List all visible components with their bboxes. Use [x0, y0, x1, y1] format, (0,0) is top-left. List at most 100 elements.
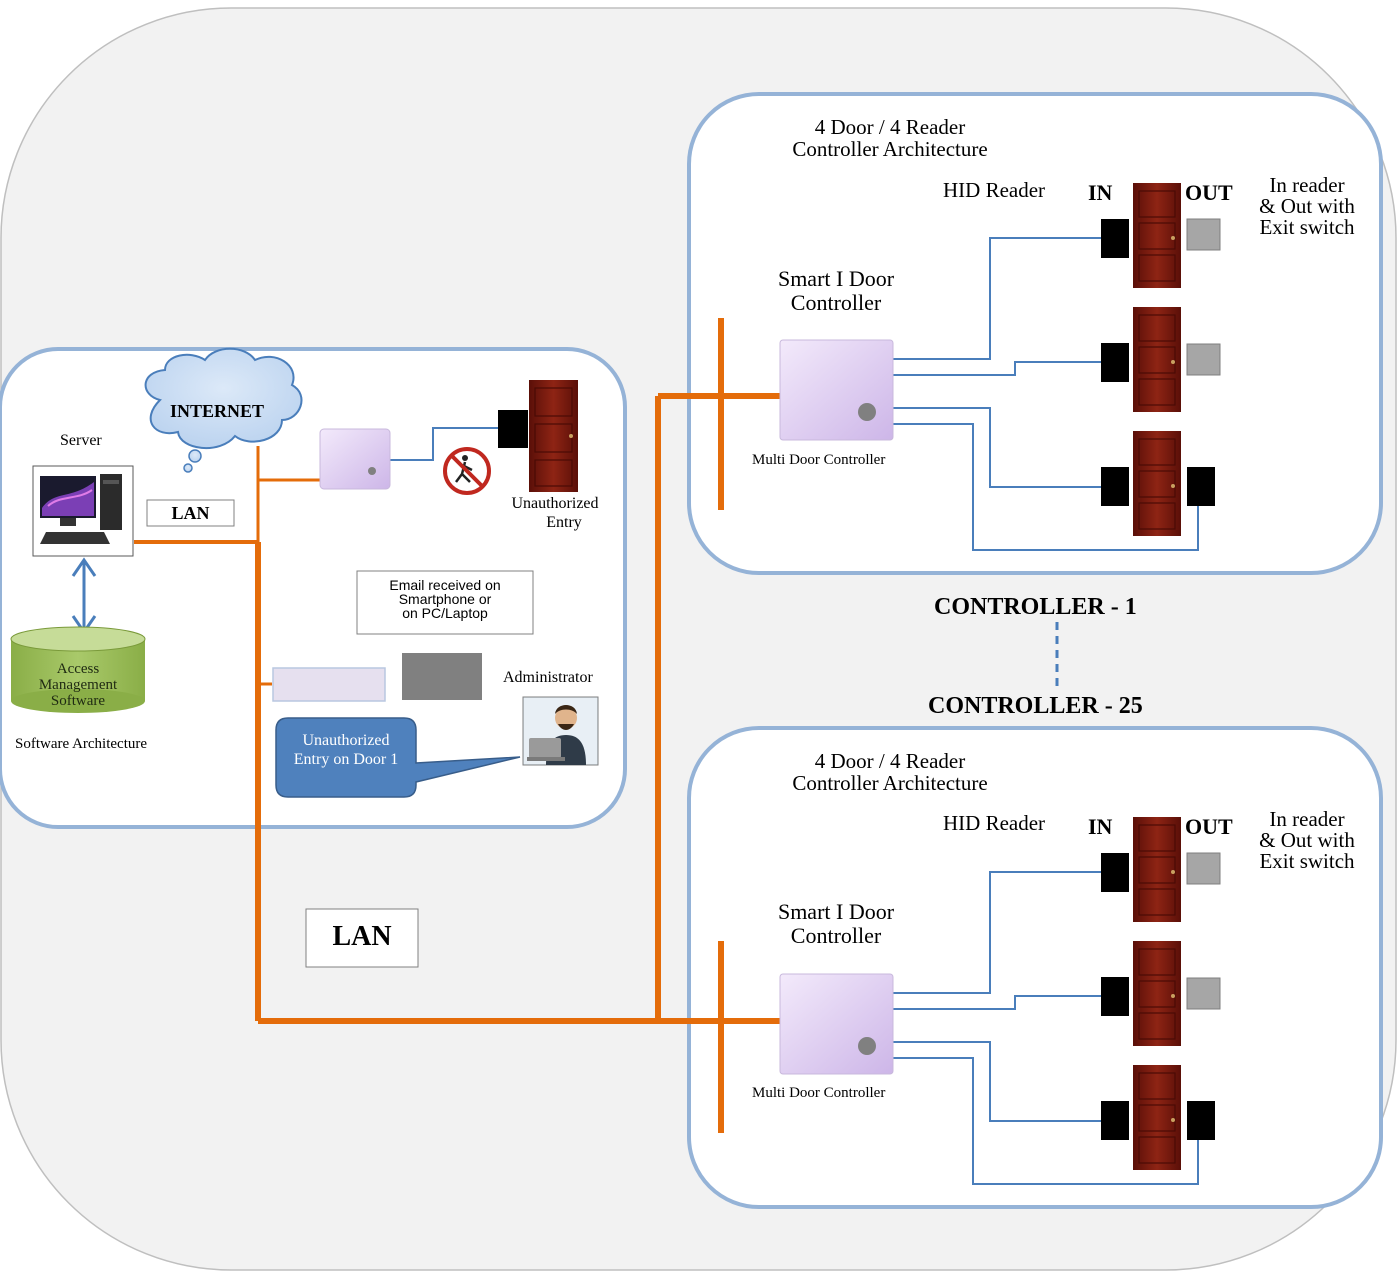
administrator-label: Administrator	[503, 669, 593, 686]
smart-title-1-line-2: Controller	[790, 290, 882, 315]
c2-door-3-icon-panel	[1138, 1072, 1176, 1100]
controller-first-label: CONTROLLER - 1	[934, 594, 1137, 620]
c1-door-2-icon-knob	[1171, 360, 1175, 364]
lan-small-label: LAN	[171, 503, 210, 523]
arch-title-1-line-2: Controller Architecture	[792, 137, 988, 161]
c1-door-1-icon-panel	[1138, 254, 1176, 282]
c2-signal-wire-4	[893, 1057, 1199, 1185]
db-label-line-1: Access	[56, 661, 100, 677]
in-out-note-2-line-2: & Out with	[1259, 828, 1355, 852]
internet-cloud-icon	[144, 347, 303, 473]
c1-in-reader-3	[1101, 467, 1129, 506]
smart-title-1-line-1: Smart I Door	[777, 266, 895, 291]
alert-bubble	[275, 717, 521, 798]
alert-line-1: Unauthorized	[302, 732, 390, 749]
c2-door-3-icon-panel	[1138, 1136, 1176, 1164]
c1-out-reader-3	[1187, 467, 1215, 506]
c1-door-2-icon-panel	[1138, 346, 1176, 374]
arch-title-2-line-1: 4 Door / 4 Reader	[814, 749, 966, 773]
administrator-avatar	[522, 696, 599, 766]
c2-multi-door-controller-box	[779, 973, 894, 1075]
email-box	[356, 570, 534, 635]
laptop-device	[402, 653, 482, 700]
server-label: Server	[60, 432, 102, 449]
in-out-note-1-line-2: & Out with	[1259, 194, 1355, 218]
c1-in-reader-1	[1101, 219, 1129, 258]
lan-big-box	[305, 908, 419, 968]
smart-title-2-line-2: Controller	[790, 923, 882, 948]
c2-signal-wire-1	[893, 871, 1101, 994]
c1-exit-switch-2	[1186, 343, 1221, 376]
c1-exit-switch-1	[1186, 218, 1221, 251]
arch-title-1-line-1: 4 Door / 4 Reader	[814, 115, 966, 139]
email-line-2: Smartphone or	[398, 591, 492, 607]
c2-door-1-icon-panel	[1138, 824, 1176, 852]
db-label-line-3: Software	[50, 693, 106, 709]
c2-door-3-icon-knob	[1171, 1118, 1175, 1122]
server-computer-icon	[32, 465, 134, 557]
c1-door-3-icon	[1133, 431, 1181, 536]
c2-door-2-icon-knob	[1171, 994, 1175, 998]
c1-door-3-icon-panel	[1138, 470, 1176, 498]
c2-door-2-icon	[1133, 941, 1181, 1046]
c2-signal-wire-3	[893, 1041, 1101, 1122]
database-icon	[10, 626, 146, 713]
unauthorized-entry-label: Unauthorized Entry	[495, 494, 615, 532]
c2-controller-led	[858, 1037, 876, 1055]
c1-door-1-icon	[1133, 183, 1181, 288]
out-label-1: OUT	[1185, 180, 1233, 205]
lan-big-label: LAN	[332, 921, 392, 952]
c1-controller-led	[858, 403, 876, 421]
c2-door-1-icon	[1133, 817, 1181, 922]
phone-device	[272, 667, 386, 702]
lan-cables	[134, 318, 780, 1133]
c1-door-2-icon-panel	[1138, 314, 1176, 342]
card-reader-icon	[498, 410, 528, 448]
c1-door-3-icon-panel	[1138, 502, 1176, 530]
site-controller-box	[319, 428, 391, 490]
c1-door-2-icon	[1133, 307, 1181, 412]
in-out-note-1-line-1: In reader	[1269, 173, 1345, 197]
c2-door-1-icon-panel	[1138, 888, 1176, 916]
c2-door-2-icon-panel	[1138, 1012, 1176, 1040]
c2-door-3-icon-panel	[1138, 1104, 1176, 1132]
c1-door-1-icon-knob	[1171, 236, 1175, 240]
c1-door-3-icon-knob	[1171, 484, 1175, 488]
device-label-2: Multi Door Controller	[752, 1085, 886, 1101]
hid-reader-label-1: HID Reader	[943, 178, 1046, 202]
unauthorized-entry-line-1: Unauthorized	[511, 495, 599, 512]
c2-in-reader-2	[1101, 977, 1129, 1016]
c2-door-1-icon-panel	[1138, 856, 1176, 884]
hid-reader-label-2: HID Reader	[943, 811, 1046, 835]
no-entry-icon	[443, 447, 491, 495]
c2-in-reader-3	[1101, 1101, 1129, 1140]
c2-exit-switch-1	[1186, 852, 1221, 885]
arch-title-1: 4 Door / 4 Reader Controller Architectur…	[760, 116, 1020, 160]
controller-panel-25	[687, 726, 1383, 1209]
c1-signal-wire-1	[893, 237, 1101, 360]
c1-door-3-icon-panel	[1138, 438, 1176, 466]
c2-door-3-icon	[1133, 1065, 1181, 1170]
c2-door-1-icon-knob	[1171, 870, 1175, 874]
c1-signal-wire-4	[893, 423, 1199, 551]
software-caption: Software Architecture	[15, 736, 148, 752]
controller-artwork	[779, 183, 1221, 1185]
c1-signal-wire-2	[893, 361, 1101, 376]
in-label-2: IN	[1088, 814, 1113, 839]
c2-door-2-icon-panel	[1138, 948, 1176, 976]
in-out-note-1-line-3: Exit switch	[1259, 215, 1355, 239]
arch-title-2: 4 Door / 4 Reader Controller Architectur…	[760, 750, 1020, 794]
controller-panel-1	[687, 92, 1383, 575]
c1-door-2-icon-panel	[1138, 378, 1176, 406]
c2-exit-switch-2	[1186, 977, 1221, 1010]
in-label-1: IN	[1088, 180, 1113, 205]
db-label: Access Management Software	[11, 661, 145, 709]
c1-door-1-icon-panel	[1138, 222, 1176, 250]
arch-title-2-line-2: Controller Architecture	[792, 771, 988, 795]
smart-title-2-line-1: Smart I Door	[777, 899, 895, 924]
in-out-note-2: In reader & Out with Exit switch	[1243, 809, 1371, 872]
out-label-2: OUT	[1185, 814, 1233, 839]
c2-in-reader-1	[1101, 853, 1129, 892]
